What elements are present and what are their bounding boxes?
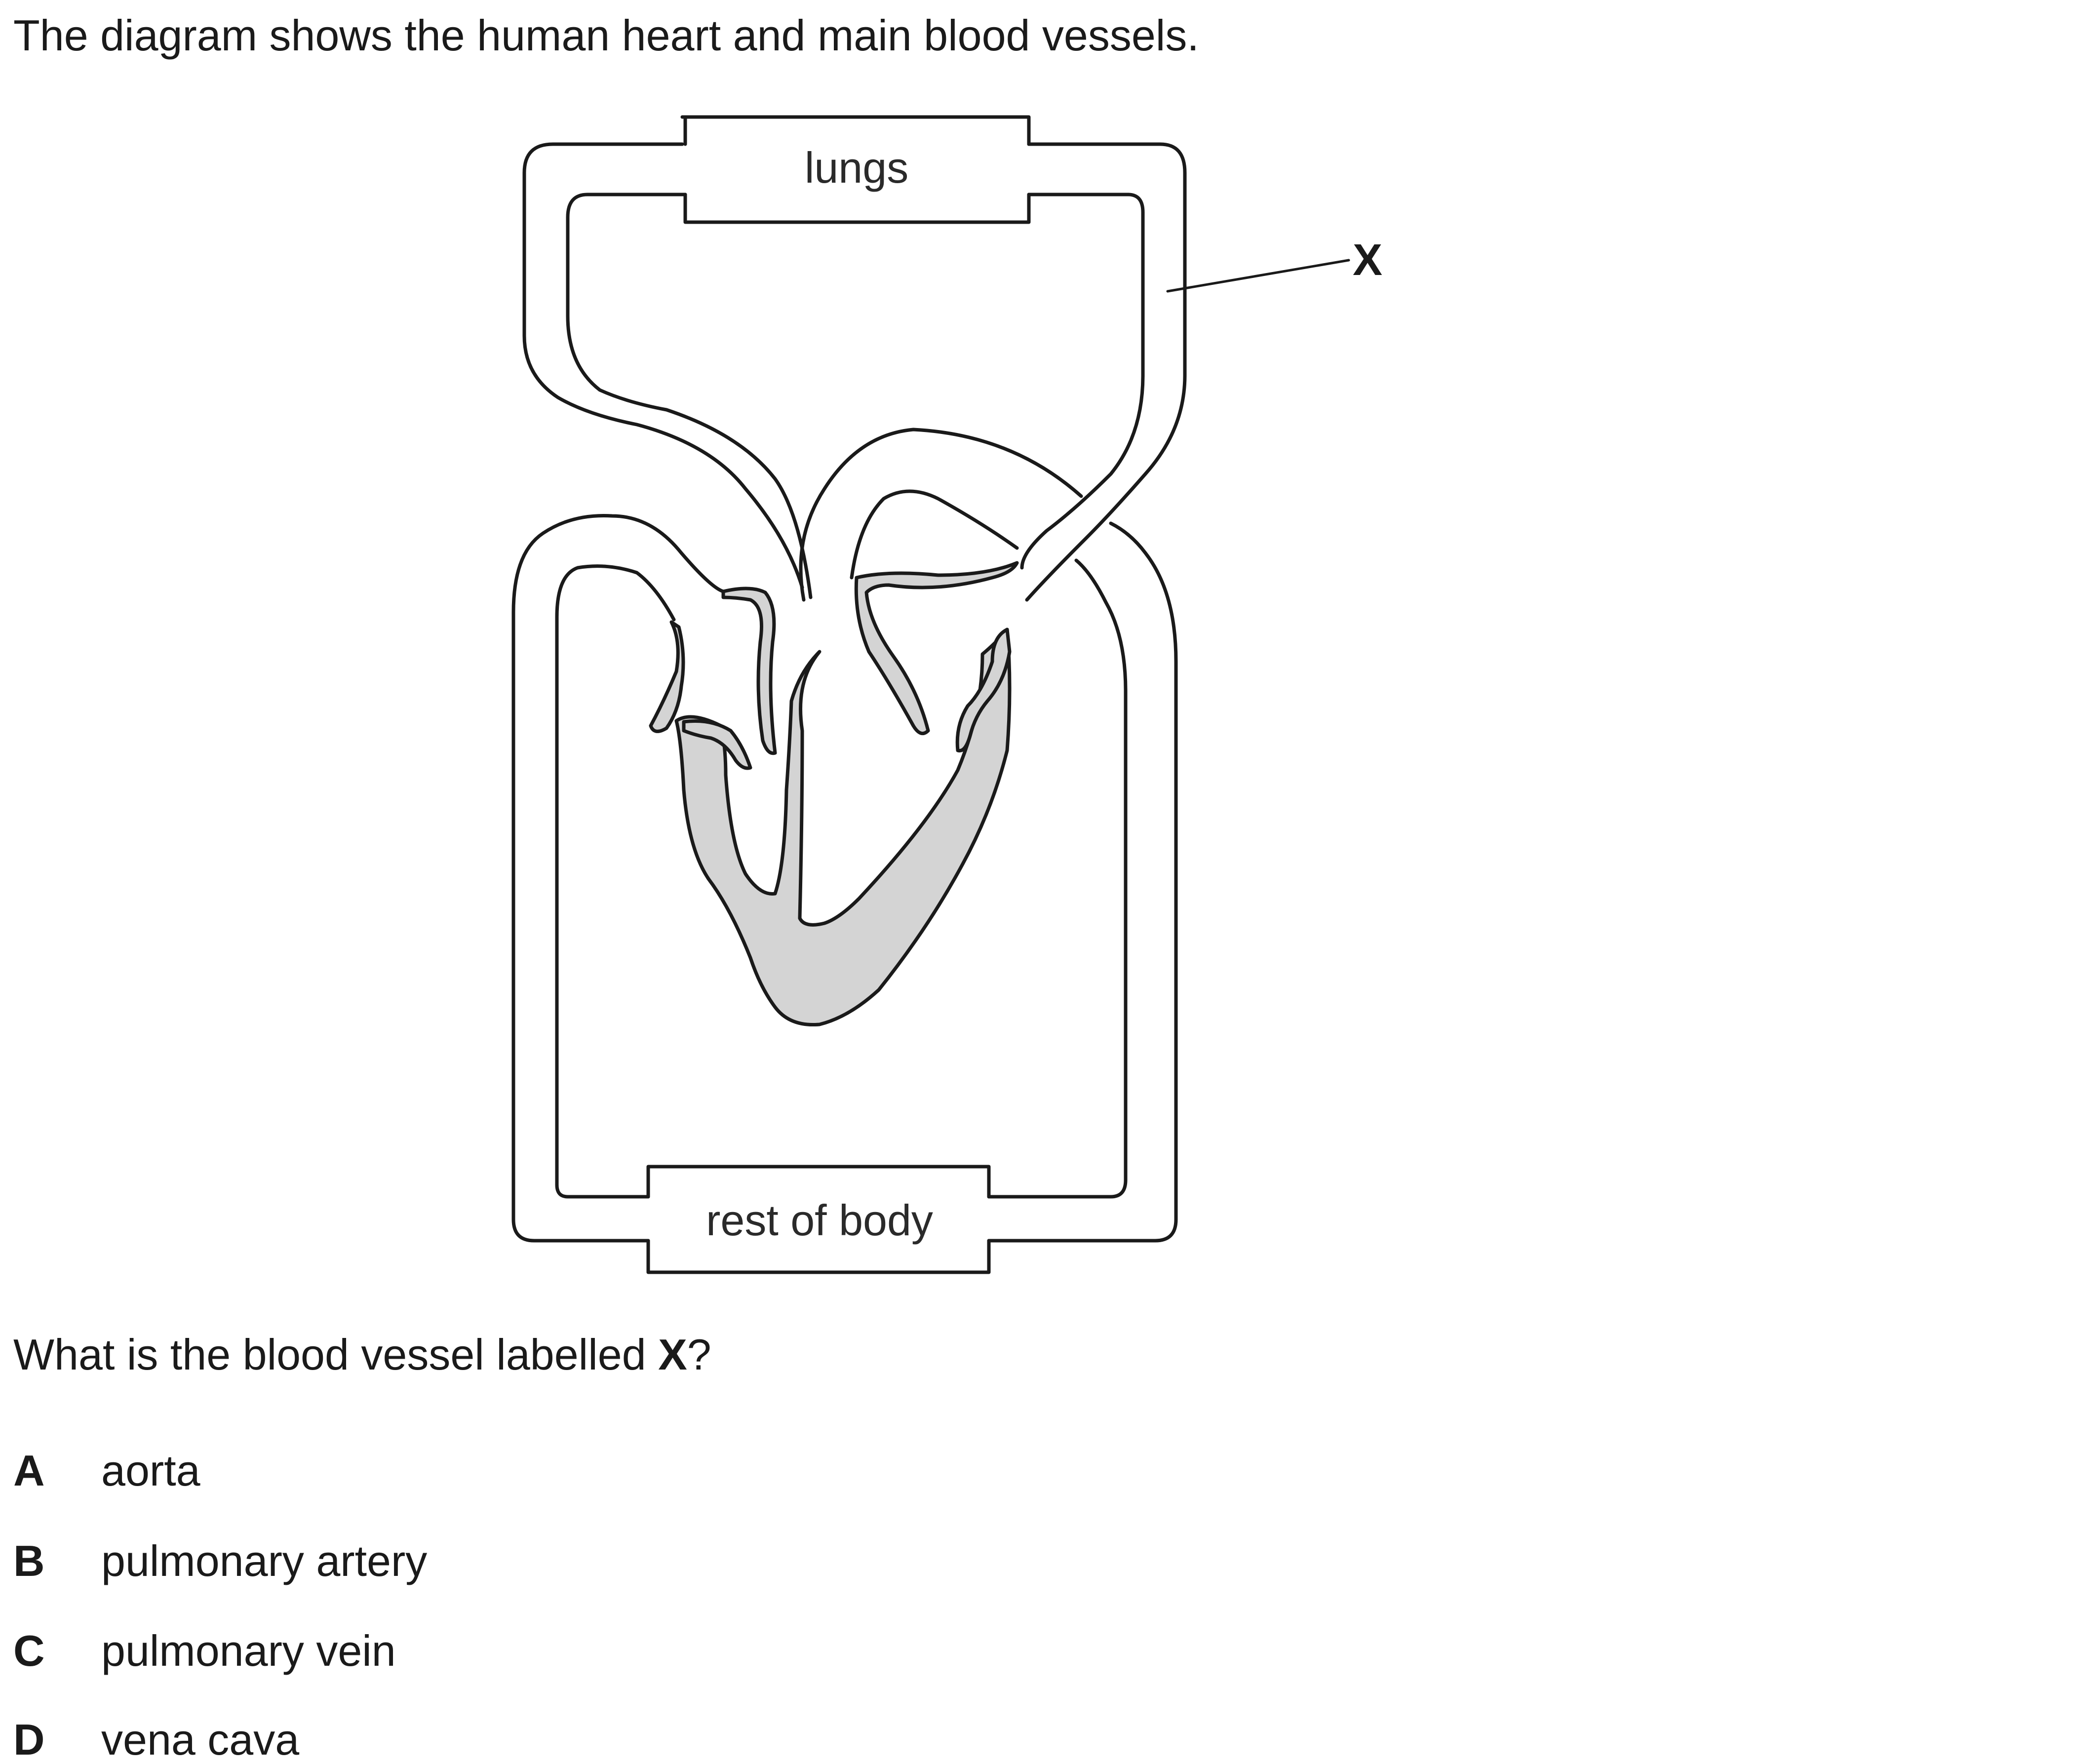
- x-label: X: [1353, 235, 1382, 285]
- body-box: [646, 1165, 991, 1274]
- question-text: What is the blood vessel labelled X?: [13, 1333, 711, 1376]
- pulmonary-artery-outer: [522, 142, 804, 589]
- pulmonary-valve: [721, 587, 777, 755]
- option-c-text: pulmonary vein: [101, 1626, 396, 1675]
- aortic-valve: [854, 561, 1019, 736]
- vena-cava-inner: [555, 564, 676, 1199]
- heart-wall: [674, 627, 1012, 1027]
- pulmonary-vein-outer: [1025, 142, 1187, 602]
- aortic-arch-outer: [799, 428, 1083, 602]
- option-b-text: pulmonary artery: [101, 1536, 428, 1585]
- rest-of-body-label: rest of body: [706, 1196, 933, 1245]
- option-d-text: vena cava: [101, 1715, 300, 1764]
- pulmonary-vein-inner: [1020, 193, 1145, 570]
- left-valve-flap: [649, 620, 685, 733]
- mitral-flap: [955, 627, 1012, 753]
- question-bold-x: X: [658, 1330, 687, 1379]
- intro-text: The diagram shows the human heart and ma…: [13, 11, 1199, 60]
- x-pointer-line: [1166, 259, 1350, 293]
- vena-cava-outer: [511, 513, 725, 1243]
- question-suffix: ?: [687, 1330, 711, 1379]
- option-d-letter: D: [13, 1715, 45, 1764]
- question-prefix: What is the blood vessel labelled: [13, 1330, 659, 1379]
- option-a-text: aorta: [101, 1446, 200, 1495]
- aorta-outer: [987, 521, 1178, 1243]
- lungs-label: lungs: [805, 143, 908, 192]
- aortic-arch-inner: [850, 489, 1019, 580]
- pulmonary-artery-inner: [566, 193, 813, 599]
- option-a-letter: A: [13, 1446, 45, 1495]
- aorta-inner: [987, 558, 1128, 1199]
- option-c-letter: C: [13, 1626, 45, 1675]
- option-b-letter: B: [13, 1536, 45, 1585]
- tricuspid-flap: [682, 719, 752, 770]
- lungs-box: [680, 115, 1031, 224]
